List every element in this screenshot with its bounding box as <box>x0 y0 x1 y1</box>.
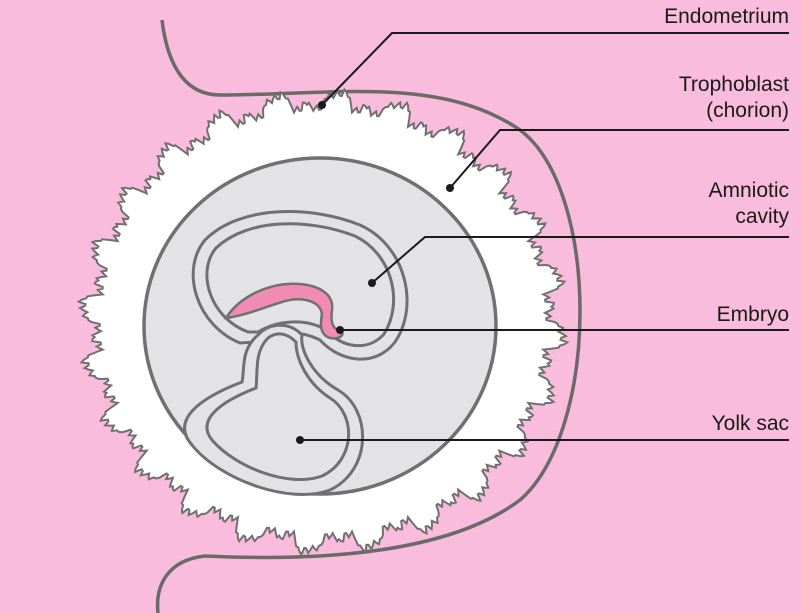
endometrium-leader-dot <box>318 101 326 109</box>
label-yolk-sac: Yolk sac <box>712 411 789 437</box>
label-trophoblast-line2: (chorion) <box>679 98 789 124</box>
yolk-sac-leader-dot <box>296 436 304 444</box>
embryo-leader-dot <box>336 326 344 334</box>
label-endometrium-text: Endometrium <box>664 4 789 30</box>
label-amniotic-line1: Amniotic <box>708 178 789 204</box>
label-embryo: Embryo <box>717 302 789 328</box>
label-amniotic-line2: cavity <box>708 204 789 230</box>
label-trophoblast: Trophoblast (chorion) <box>679 72 789 124</box>
gestational-sac <box>144 158 496 494</box>
trophoblast-leader-dot <box>446 184 454 192</box>
amniotic-leader-dot <box>368 279 376 287</box>
label-endometrium: Endometrium <box>664 4 789 30</box>
label-amniotic-cavity: Amniotic cavity <box>708 178 789 230</box>
label-trophoblast-line1: Trophoblast <box>679 72 789 98</box>
label-embryo-text: Embryo <box>717 302 789 328</box>
label-yolk-sac-text: Yolk sac <box>712 411 789 437</box>
